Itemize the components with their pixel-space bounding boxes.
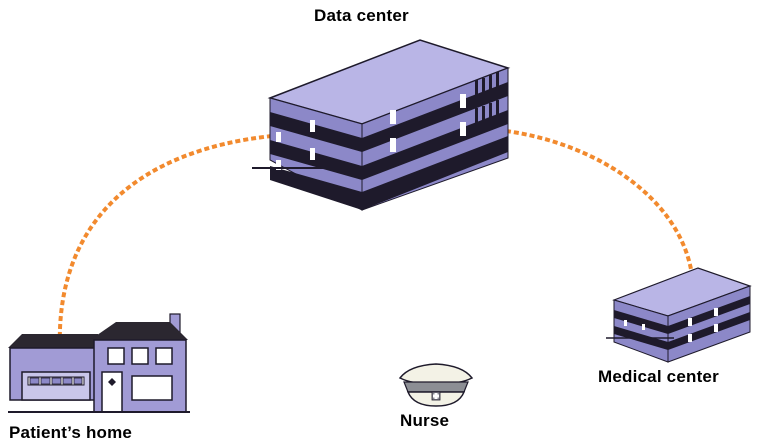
data-center-icon [252, 39, 511, 211]
nurse-label: Nurse [400, 411, 450, 430]
nurse-cap-icon [398, 363, 474, 407]
medical-center-label: Medical center [598, 367, 719, 386]
link-datacenter-patient-home [57, 134, 273, 351]
data-center-label: Data center [314, 6, 409, 25]
patient-home-label: Patient’s home [9, 423, 133, 442]
medical-center-icon [606, 267, 752, 363]
link-datacenter-medical-center [497, 128, 694, 276]
house-icon [8, 313, 190, 413]
